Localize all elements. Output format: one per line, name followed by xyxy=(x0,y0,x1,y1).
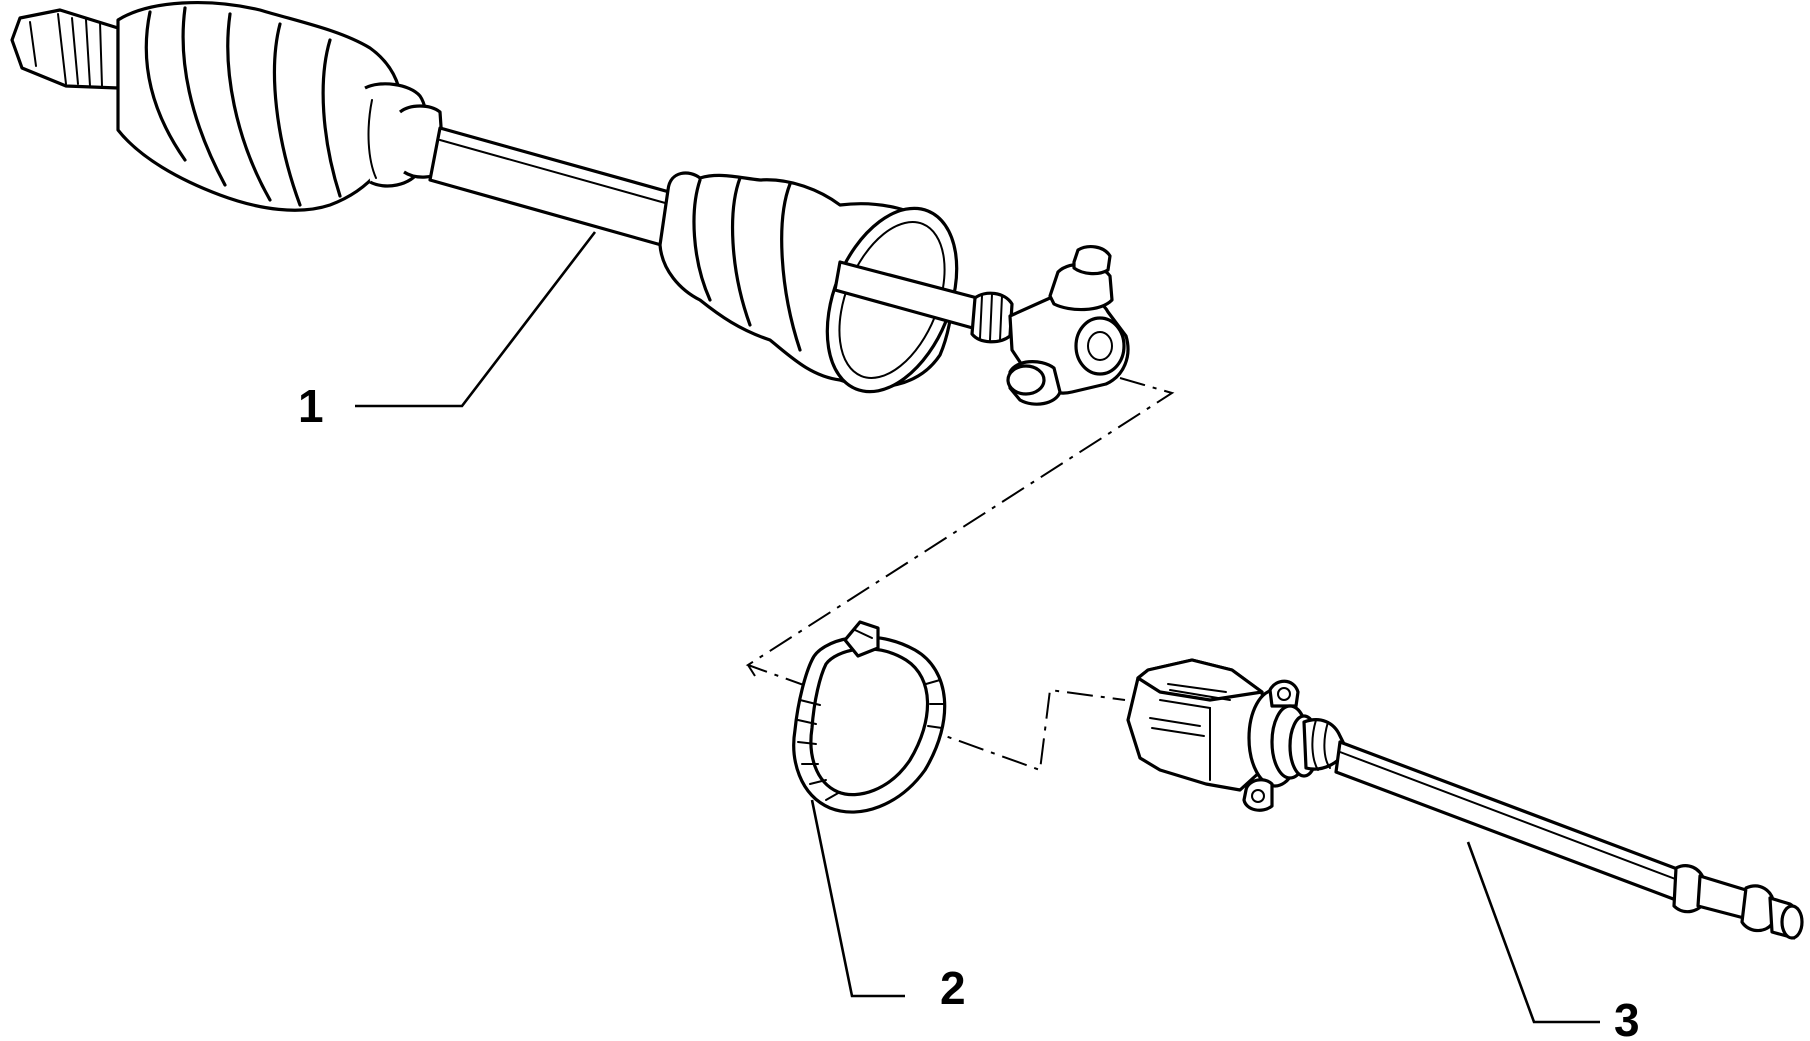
drive-shaft-assembly-icon[interactable] xyxy=(10,0,1130,411)
boot-clamp-icon[interactable] xyxy=(792,620,947,814)
callout-3-label: 3 xyxy=(1614,994,1640,1041)
axle-shaft-icon xyxy=(428,126,682,250)
output-shaft-icon xyxy=(1334,740,1804,940)
callout-2-label: 2 xyxy=(940,962,966,1014)
callout-1-group: 1 xyxy=(298,231,597,432)
assembly-path-tick xyxy=(747,664,756,677)
tripod-joint-icon xyxy=(970,245,1130,406)
leader-line-2 xyxy=(810,799,905,998)
leader-line-1 xyxy=(355,231,597,408)
joint-housing-icon xyxy=(1126,658,1268,792)
clamp-buckle-icon xyxy=(843,620,880,658)
outer-cv-joint-icon xyxy=(116,0,446,212)
callout-2-group: 2 xyxy=(810,799,966,1014)
callout-1-label: 1 xyxy=(298,380,324,432)
leader-line-3 xyxy=(1466,841,1600,1024)
inner-cv-joint-shaft-icon[interactable] xyxy=(1126,658,1804,940)
splined-stub-icon xyxy=(10,8,120,90)
callout-3-group: 3 xyxy=(1466,841,1640,1041)
